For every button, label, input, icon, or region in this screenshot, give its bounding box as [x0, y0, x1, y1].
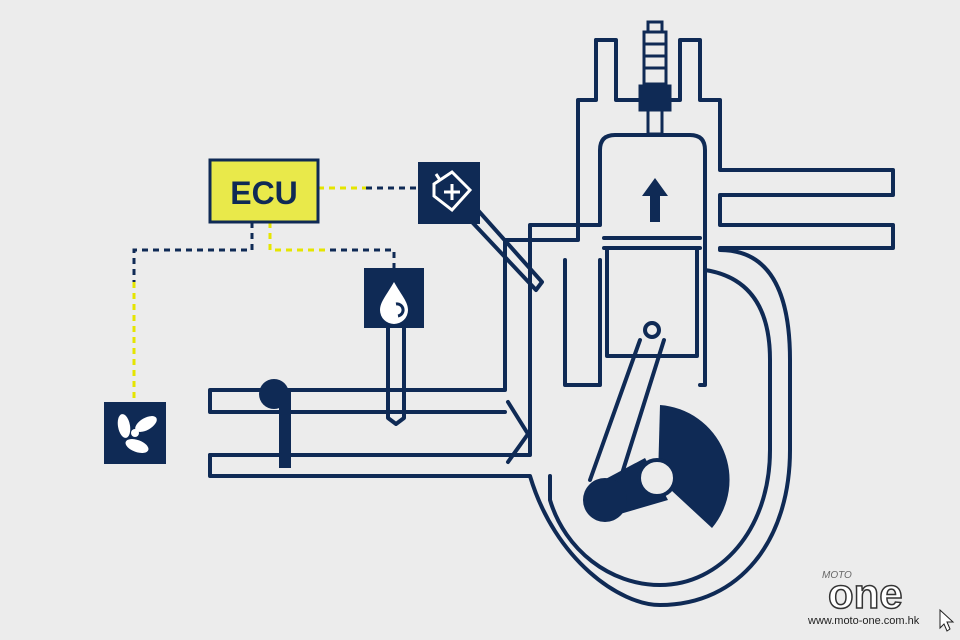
watermark-small: MOTO: [822, 570, 852, 581]
crank-counterweight: [658, 405, 730, 528]
ecu-injector-signal-blue: [330, 248, 396, 268]
piston-up-arrow-icon: [642, 178, 668, 222]
ecu-label: ECU: [230, 175, 298, 211]
watermark-brand: one: [828, 570, 903, 617]
crank-pin: [583, 478, 627, 522]
crankshaft: [637, 458, 677, 498]
wrist-pin: [643, 321, 661, 339]
watermark-url: www.moto-one.com.hk: [807, 615, 920, 627]
cursor-icon: [939, 608, 955, 632]
oil-can-icon: [432, 170, 473, 213]
head-left-boss: [594, 38, 642, 102]
injector-nozzle: [386, 326, 406, 426]
throttle-shaft: [279, 392, 291, 468]
intake-chevron: [506, 400, 530, 464]
fan-icon: [117, 414, 157, 453]
cylinder-left: [563, 258, 602, 387]
fuel-drop-icon: [380, 282, 408, 324]
ecu-injector-signal-yellow: [268, 222, 330, 252]
spark-plug: [638, 20, 672, 136]
cylinder-right: [698, 258, 707, 387]
oil-feed-line: [454, 196, 544, 292]
watermark: MOTO one www.moto-one.com.hk: [807, 569, 955, 632]
engine-inner-wall: [208, 133, 772, 587]
ecu-sensor-signal-blue: [132, 222, 254, 282]
connecting-rod: [588, 338, 666, 482]
ecu-box: [208, 158, 320, 224]
engine-outer-wall-lower: [208, 38, 895, 607]
piston: [605, 246, 699, 358]
